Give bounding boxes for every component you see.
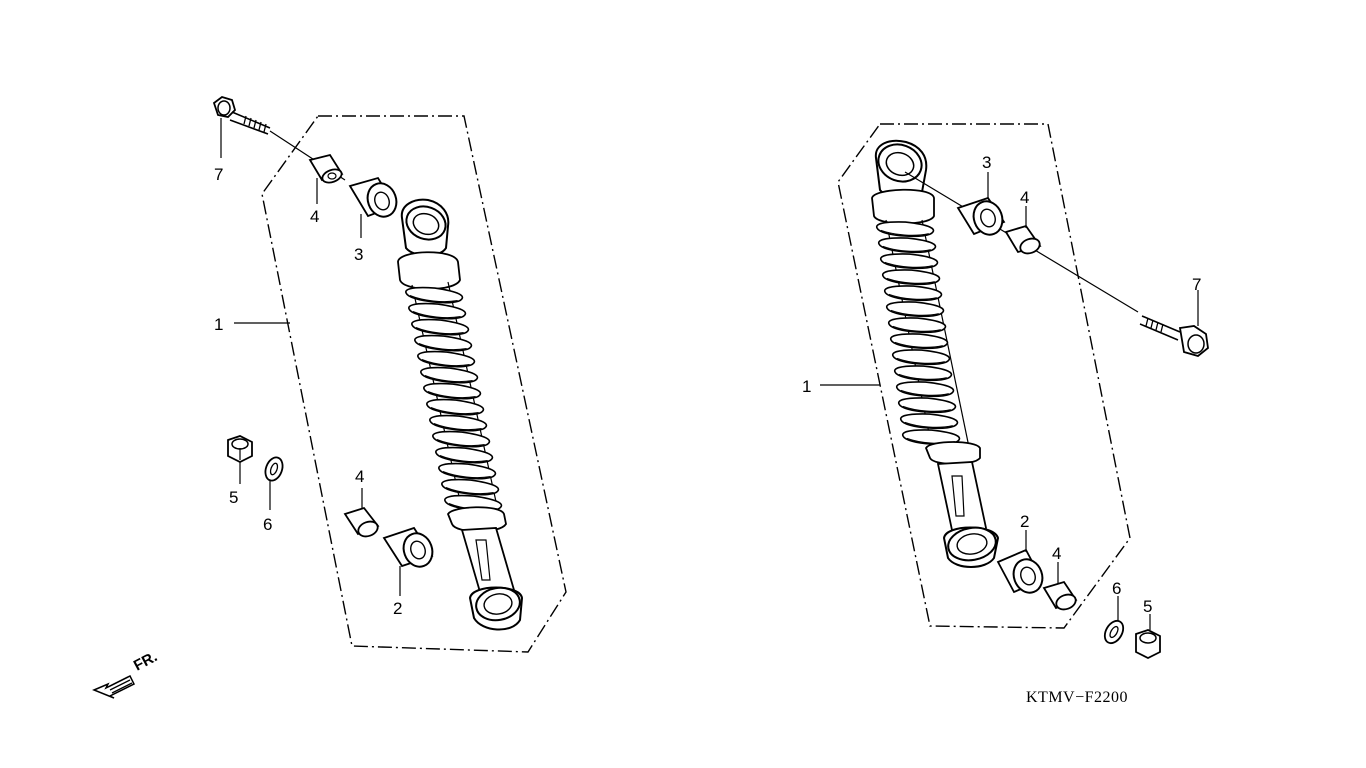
left-callout-5: 5 bbox=[229, 488, 238, 507]
right-callout-1: 1 bbox=[802, 377, 811, 396]
left-callout-6: 6 bbox=[263, 515, 272, 534]
left-nut bbox=[227, 435, 253, 464]
left-callout-3: 3 bbox=[354, 245, 363, 264]
front-direction-indicator: FR. bbox=[92, 648, 160, 699]
left-washer bbox=[264, 456, 284, 482]
right-shock-absorber bbox=[871, 139, 1139, 568]
right-callout-2: 2 bbox=[1020, 512, 1029, 531]
left-upper-bushing bbox=[348, 176, 398, 218]
left-callout-4-lower: 4 bbox=[355, 467, 364, 486]
left-callout-1: 1 bbox=[214, 315, 223, 334]
right-callout-5: 5 bbox=[1143, 597, 1152, 616]
left-leader-lines bbox=[220, 118, 401, 596]
right-callout-4-lower: 4 bbox=[1052, 544, 1061, 563]
right-callout-7: 7 bbox=[1192, 275, 1201, 294]
right-lower-bushing bbox=[996, 548, 1044, 594]
left-assembly-outline bbox=[261, 115, 567, 653]
right-callout-4-upper: 4 bbox=[1020, 188, 1029, 207]
right-leader-lines bbox=[820, 172, 1199, 630]
right-upper-collar bbox=[1004, 224, 1042, 255]
left-shock-assembly: 7 4 3 1 4 5 6 2 bbox=[212, 96, 567, 653]
right-assembly-outline bbox=[837, 123, 1131, 629]
right-upper-bushing bbox=[956, 196, 1006, 236]
left-shock-absorber bbox=[397, 198, 524, 631]
right-washer bbox=[1103, 619, 1125, 645]
left-lower-bushing bbox=[382, 526, 434, 568]
left-callout-4-upper: 4 bbox=[310, 207, 319, 226]
right-shock-assembly: 3 4 7 1 2 4 6 5 bbox=[802, 123, 1209, 660]
left-callout-7: 7 bbox=[214, 165, 223, 184]
right-callout-3: 3 bbox=[982, 153, 991, 172]
diagram-code: KTMV−F2200 bbox=[1026, 689, 1128, 706]
left-callout-2: 2 bbox=[393, 599, 402, 618]
right-callout-6: 6 bbox=[1112, 579, 1121, 598]
front-arrow-icon bbox=[92, 674, 136, 699]
right-nut bbox=[1135, 629, 1161, 660]
left-upper-collar bbox=[308, 153, 344, 184]
right-lower-collar bbox=[1042, 580, 1078, 611]
left-lower-collar bbox=[343, 506, 380, 538]
front-label: FR. bbox=[131, 648, 160, 674]
right-bolt bbox=[1139, 315, 1209, 357]
